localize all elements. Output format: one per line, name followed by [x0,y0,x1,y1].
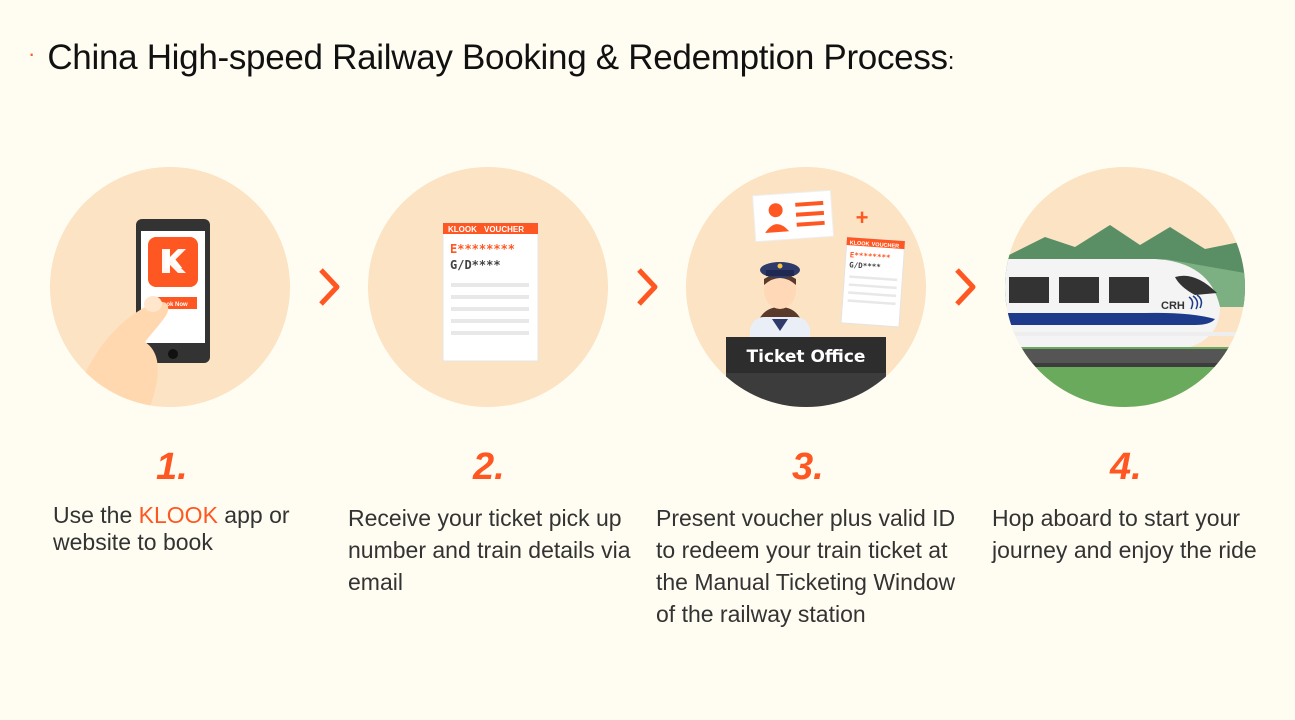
high-speed-train-icon: CRH [1005,225,1245,407]
chevron-right-icon [319,268,340,306]
chevron-right-icon [955,268,976,306]
voucher-code-line-1: E******** [450,242,515,256]
step-3-circle: + KLOOK VOUCHER E******** G/D**** [686,167,926,407]
book-now-button: Book Now [158,302,188,308]
klook-link: KLOOK [138,502,218,528]
step-2-number: 2. [473,446,505,488]
voucher-brand: KLOOK [849,240,869,247]
step-2-illustration: KLOOK VOUCHER E******** G/D**** [368,167,608,407]
step-4-illustration: CRH [1005,167,1245,407]
voucher-code-line-2: G/D**** [450,258,501,272]
train-label: CRH [1161,300,1185,312]
klook-logo-letter: K [164,244,183,274]
id-card-icon [752,189,835,243]
voucher-label: VOUCHER [484,225,524,234]
page-title: China High-speed Railway Booking & Redem… [47,38,948,77]
ticket-office-label: Ticket Office [747,347,866,367]
voucher-code-line-1: E******** [850,250,892,262]
voucher-icon: KLOOK VOUCHER E******** G/D**** [442,222,539,362]
step-1-description-after: app or website to book [53,502,290,555]
voucher-code-line-2: G/D**** [849,260,882,271]
step-1-illustration: K Book Now [50,167,290,407]
voucher-brand: KLOOK [448,225,477,234]
voucher-label: VOUCHER [871,242,899,250]
plus-sign: + [856,205,869,230]
step-4-description: Hop aboard to start your journey and enj… [992,505,1257,563]
step-2-description: Receive your ticket pick up number and t… [348,505,631,595]
phone-with-klook-app-icon: K Book Now [70,219,210,407]
step-2-circle: KLOOK VOUCHER E******** G/D**** [368,167,608,407]
title-colon: : [947,48,955,75]
voucher-icon: KLOOK VOUCHER E******** G/D**** [840,236,906,328]
step-3-description: Present voucher plus valid ID to redeem … [656,505,956,627]
step-1-description-before: Use the [53,502,139,528]
page-header: · China High-speed Railway Booking & Red… [28,38,954,78]
step-1-description: Use the KLOOK app or website to book [53,502,298,556]
step-3-number: 3. [792,446,824,488]
step-1-number: 1. [156,446,188,488]
step-3-illustration: + KLOOK VOUCHER E******** G/D**** [686,167,926,407]
step-1-circle: K Book Now [50,167,290,407]
step-4-circle: CRH [1005,167,1245,407]
chevron-right-icon [637,268,658,306]
step-4-number: 4. [1110,446,1142,488]
title-bullet: · [28,41,36,66]
ticket-office-icon: + KLOOK VOUCHER E******** G/D**** [726,189,906,407]
